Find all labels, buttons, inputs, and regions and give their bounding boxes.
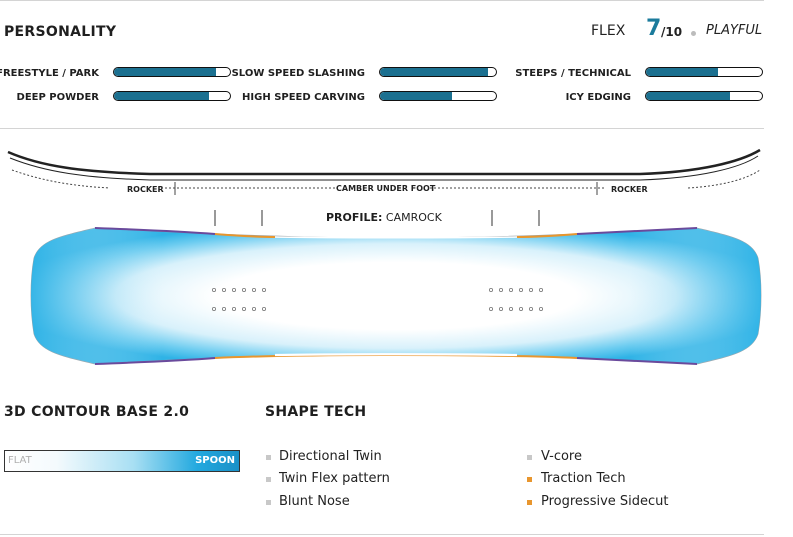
bullet-icon — [527, 455, 532, 460]
personality-title: PERSONALITY — [4, 24, 117, 40]
flex-value: 7 — [646, 16, 662, 41]
rating-label-high-speed-carving: HIGH SPEED CARVING — [242, 92, 365, 103]
shape-tech-title: SHAPE TECH — [265, 404, 367, 420]
spoon-label: SPOON — [195, 455, 235, 466]
shape-tech-item: Progressive Sidecut — [541, 494, 669, 509]
base-title: 3D CONTOUR BASE 2.0 — [4, 404, 190, 420]
shape-tech-item: Traction Tech — [541, 471, 626, 486]
flex-label: FLEX — [591, 23, 626, 39]
bullet-icon — [527, 500, 532, 505]
section-divider — [0, 128, 764, 129]
base-gradient-scale: FLAT SPOON — [4, 450, 240, 472]
flex-separator-dot — [691, 31, 696, 36]
board-illustration: ROCKER CAMBER UNDER FOOT ROCKER — [7, 148, 762, 365]
rating-label-freestyle: FREESTYLE / PARK — [0, 68, 99, 79]
rocker-right-label: ROCKER — [611, 185, 648, 194]
rating-fill — [646, 68, 718, 76]
flex-description: PLAYFUL — [706, 23, 763, 38]
bullet-icon — [266, 500, 271, 505]
profile-label: PROFILE: CAMROCK — [326, 211, 442, 224]
rating-fill — [646, 92, 730, 100]
rating-bar-icy-edging — [645, 91, 763, 101]
shape-tech-item: Directional Twin — [279, 449, 382, 464]
rating-bar-deep-powder — [113, 91, 231, 101]
rating-label-slow-speed-slashing: SLOW SPEED SLASHING — [231, 68, 365, 79]
board-top-view — [30, 227, 762, 365]
top-divider — [0, 0, 764, 1]
rating-bar-high-speed-carving — [379, 91, 497, 101]
rating-bar-slow-speed-slashing — [379, 67, 497, 77]
camber-label: CAMBER UNDER FOOT — [336, 184, 436, 193]
rating-bar-freestyle — [113, 67, 231, 77]
flat-label: FLAT — [8, 455, 32, 466]
rating-label-icy-edging: ICY EDGING — [565, 92, 631, 103]
stance-markers — [214, 210, 540, 226]
shape-tech-item: Blunt Nose — [279, 494, 350, 509]
binding-inserts — [211, 287, 544, 311]
side-profile — [7, 148, 761, 195]
rating-fill — [380, 92, 452, 100]
flex-max: /10 — [661, 25, 683, 39]
shape-tech-item: V-core — [541, 449, 582, 464]
rating-label-deep-powder: DEEP POWDER — [16, 92, 99, 103]
rating-label-steeps-technical: STEEPS / TECHNICAL — [515, 68, 631, 79]
bullet-icon — [266, 455, 271, 460]
rocker-left-label: ROCKER — [127, 185, 164, 194]
rating-fill — [380, 68, 488, 76]
profile-value: CAMROCK — [385, 211, 442, 224]
profile-key: PROFILE: — [326, 211, 383, 224]
bullet-icon — [527, 477, 532, 482]
rating-bar-steeps-technical — [645, 67, 763, 77]
shape-tech-item: Twin Flex pattern — [279, 471, 390, 486]
rating-fill — [114, 92, 210, 100]
rating-fill — [114, 68, 217, 76]
bottom-divider — [0, 534, 764, 535]
bullet-icon — [266, 477, 271, 482]
